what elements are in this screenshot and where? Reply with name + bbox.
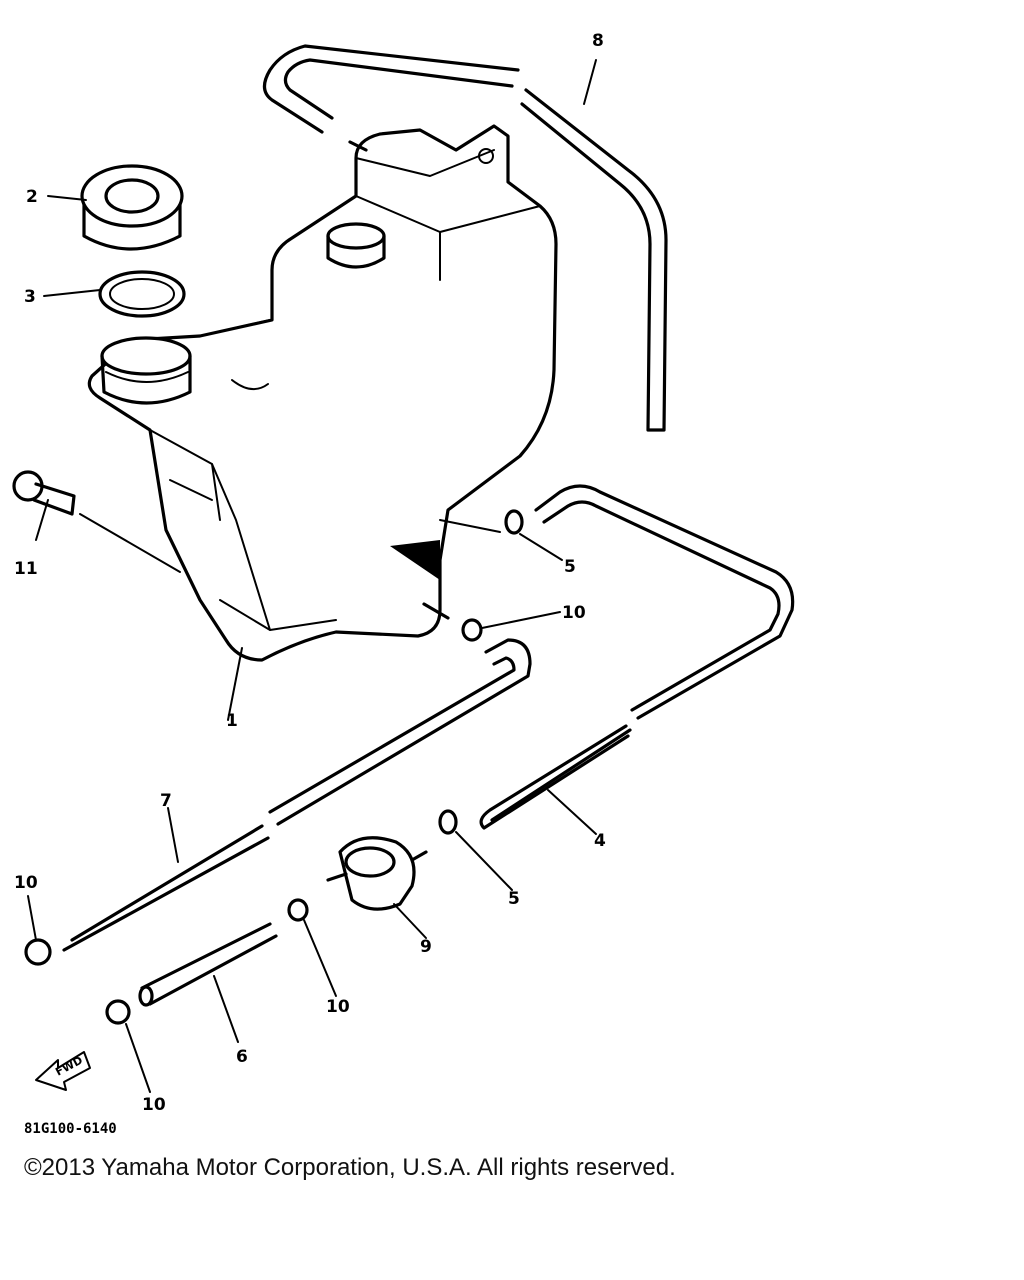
- seal: [98, 270, 186, 318]
- fwd-label: FWD: [53, 1054, 85, 1079]
- callout-4: 4: [594, 831, 606, 851]
- leader-lines: [27, 59, 597, 1093]
- clamp-5-upper: [504, 509, 524, 535]
- callout-9: 9: [420, 937, 432, 957]
- callout-10-valve: 10: [326, 997, 350, 1017]
- bolt: [12, 470, 76, 516]
- callout-10-tank: 10: [562, 603, 586, 623]
- callout-1: 1: [226, 711, 238, 731]
- clamp-10-valve: [287, 898, 309, 922]
- clamp-10-bottom: [105, 999, 131, 1025]
- callout-8: 8: [592, 31, 604, 51]
- reservoir-tank: [87, 124, 558, 662]
- callout-3: 3: [24, 287, 36, 307]
- clamps: [24, 509, 524, 1025]
- callout-10-bottom: 10: [142, 1095, 166, 1115]
- callout-7: 7: [160, 791, 172, 811]
- parts-diagram: FWD 1 2 3 4 5 5 6 7 8 9 10 10 10 10 11 8…: [12, 31, 795, 1137]
- hose-4: [479, 484, 795, 830]
- callout-11: 11: [14, 559, 38, 579]
- clamp-10-left: [24, 938, 52, 966]
- callout-2: 2: [26, 187, 38, 207]
- callout-10-left: 10: [14, 873, 38, 893]
- hose-6: [138, 922, 278, 1007]
- fwd-arrow-icon: FWD: [35, 1051, 91, 1091]
- clamp-10-tank: [461, 618, 483, 642]
- hose-7: [62, 638, 532, 952]
- clamp-5-lower: [438, 809, 458, 835]
- drawing-code: 81G100-6140: [24, 1121, 117, 1137]
- copyright-notice: ©2013 Yamaha Motor Corporation, U.S.A. A…: [24, 1154, 676, 1181]
- callout-6: 6: [236, 1047, 248, 1067]
- hose-8: [262, 44, 668, 432]
- callout-numbers: 1 2 3 4 5 5 6 7 8 9 10 10 10 10 11: [14, 31, 606, 1115]
- callout-5-lower: 5: [508, 889, 520, 909]
- valve: [326, 836, 428, 911]
- cap: [80, 164, 184, 251]
- callout-5-upper: 5: [564, 557, 576, 577]
